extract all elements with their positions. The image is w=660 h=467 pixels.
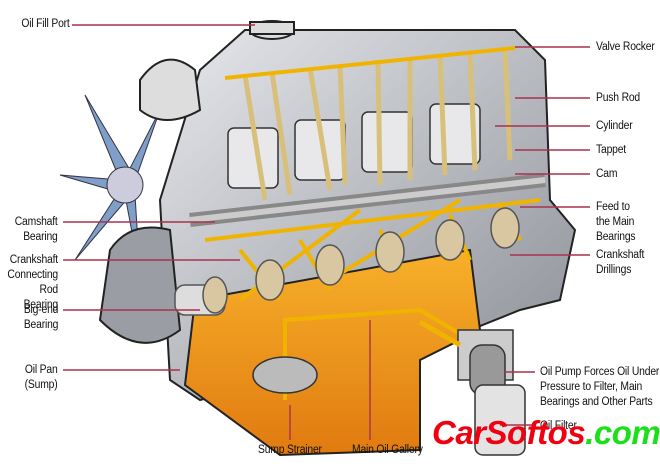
label-push-rod: Push Rod	[596, 92, 641, 104]
label-line: Rod Bearing	[23, 284, 59, 311]
leader-lines	[63, 24, 590, 440]
label-line: Bearings	[596, 231, 636, 243]
label-line: Bearings and Other Parts	[540, 396, 653, 408]
label-line: Camshaft	[15, 216, 58, 228]
label-cam: Cam	[596, 168, 618, 180]
label-line: Pressure to Filter, Main	[540, 381, 643, 393]
label-valve-rocker: Valve Rocker	[596, 41, 655, 53]
label-oil-filter: Oil Filter	[540, 420, 577, 432]
label-line: Bearing	[23, 231, 59, 243]
label-line: Oil Pump Forces Oil Under	[540, 366, 660, 378]
crankshaft	[174, 207, 520, 316]
label-line: the Main	[596, 216, 635, 228]
oil-pump-filter	[418, 319, 526, 456]
label-line: (Sump)	[25, 379, 58, 391]
label-line: Big-end	[23, 304, 59, 316]
watermark-part1: CarSoftos	[432, 414, 586, 451]
label-sump-strainer: Sump Strainer	[258, 444, 322, 456]
watermark: CarSoftos.com	[432, 414, 660, 452]
cylinders	[227, 103, 481, 189]
label-line: Drillings	[596, 264, 632, 276]
label-line: Connecting	[7, 269, 59, 281]
watermark-part2: .com	[585, 414, 660, 451]
label-tappet: Tappet	[596, 144, 626, 156]
label-line: Crankshaft	[9, 254, 59, 266]
label-line: Crankshaft	[596, 249, 645, 261]
rocker-oil-gallery	[224, 46, 516, 80]
label-main-oil-gallery: Main Oil Gallery	[352, 444, 423, 456]
fan	[59, 94, 161, 276]
camshaft	[189, 173, 546, 227]
label-line: Oil Pan	[25, 364, 58, 376]
push-rods	[242, 49, 513, 201]
label-line: Feed to	[596, 201, 630, 213]
sump-strainer	[252, 356, 318, 394]
label-oil-fill-port: Oil Fill Port	[21, 18, 70, 30]
label-line: Bearing	[23, 319, 59, 331]
label-oil-pan: Oil Pan (Sump)	[25, 363, 58, 393]
label-cylinder: Cylinder	[596, 120, 633, 132]
